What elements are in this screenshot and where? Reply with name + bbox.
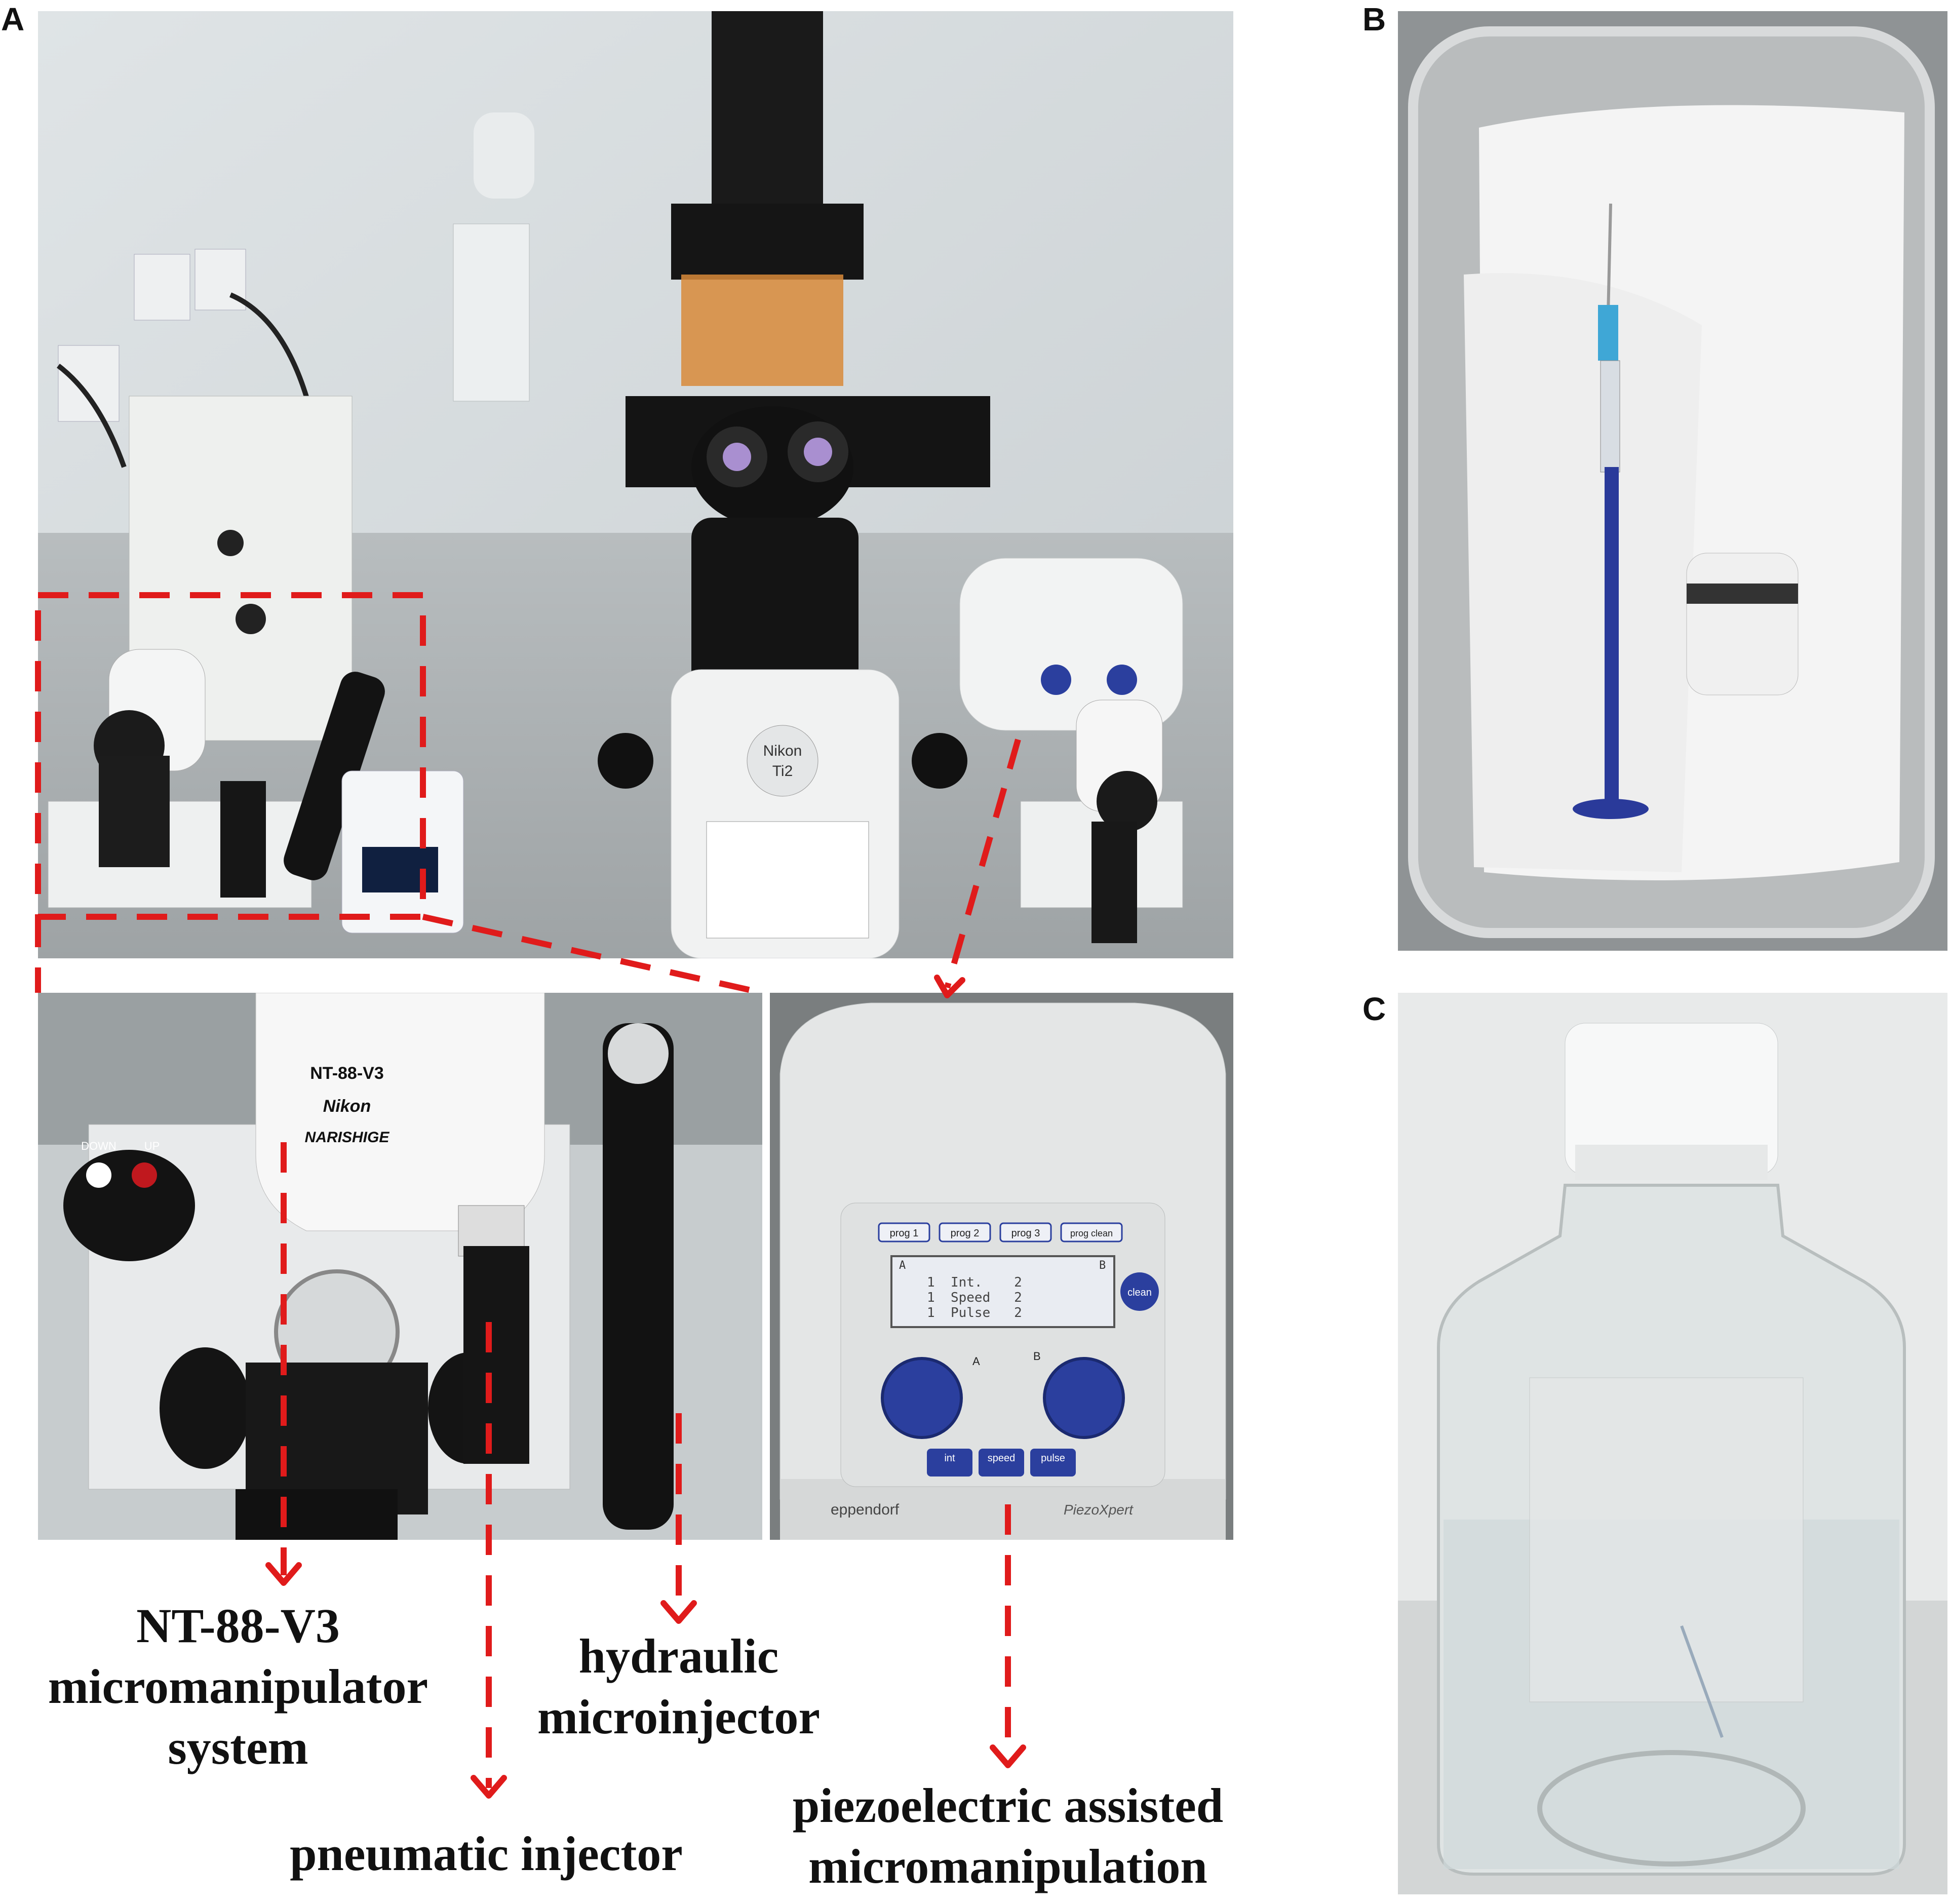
- syringe-tray-photo: [1398, 11, 1947, 951]
- up-button-text: UP: [144, 1140, 160, 1152]
- prog1-text: prog 1: [890, 1228, 919, 1239]
- lcd-b-text: B: [1099, 1259, 1106, 1272]
- label-micromanipulator-system: NT-88-V3 micromanipulator system: [48, 1599, 428, 1774]
- label-hydraulic-microinjector: hydraulic microinjector: [537, 1629, 820, 1744]
- panel-letter-a: A: [1, 1, 25, 37]
- clean-button-text: clean: [1127, 1287, 1152, 1298]
- narishige-label-text: NARISHIGE: [305, 1129, 390, 1146]
- piezoxpert-text: PiezoXpert: [1064, 1502, 1134, 1518]
- int-button-text: int: [944, 1453, 955, 1464]
- arrowhead-micromanipulator: [265, 1562, 302, 1586]
- model-label-text: NT-88-V3: [310, 1064, 384, 1083]
- prog3-text: prog 3: [1011, 1228, 1040, 1239]
- lcd-line-3: 1 Pulse 2: [927, 1305, 1022, 1320]
- scope-brand-text: Nikon: [763, 743, 802, 759]
- scope-model-text: Ti2: [772, 763, 793, 780]
- lcd-a-text: A: [899, 1259, 906, 1272]
- prog-clean-text: prog clean: [1070, 1228, 1113, 1238]
- label-pneumatic-injector: pneumatic injector: [290, 1827, 683, 1881]
- arrowhead-piezo: [990, 1744, 1026, 1768]
- lab-bench-photo: Nikon Ti2: [38, 11, 1233, 958]
- knob-a-label: A: [972, 1355, 980, 1368]
- prog2-text: prog 2: [951, 1228, 980, 1239]
- down-button-text: DOWN: [81, 1140, 116, 1152]
- eppendorf-text: eppendorf: [831, 1501, 900, 1518]
- lcd-line-1: 1 Int. 2: [927, 1275, 1022, 1290]
- nikon-label-text: Nikon: [323, 1097, 371, 1116]
- knob-b-label: B: [1033, 1350, 1041, 1363]
- panel-letter-b: B: [1362, 1, 1386, 37]
- label-piezoelectric-micromanipulation: piezoelectric assisted micromanipulation: [792, 1778, 1224, 1893]
- panel-letter-c: C: [1362, 991, 1386, 1027]
- arrowhead-pneumatic: [471, 1775, 507, 1799]
- lcd-line-2: 1 Speed 2: [927, 1290, 1022, 1305]
- piezo-controller-closeup-photo: prog 1 prog 2 prog 3 prog clean A B 1 In…: [770, 993, 1233, 1540]
- solution-bottle-photo: [1398, 993, 1947, 1894]
- pulse-button-text: pulse: [1041, 1453, 1065, 1464]
- arrowhead-hydraulic: [660, 1600, 697, 1624]
- micromanipulator-closeup-photo: NT-88-V3 Nikon NARISHIGE DOWN UP: [38, 993, 762, 1540]
- speed-button-text: speed: [988, 1453, 1016, 1464]
